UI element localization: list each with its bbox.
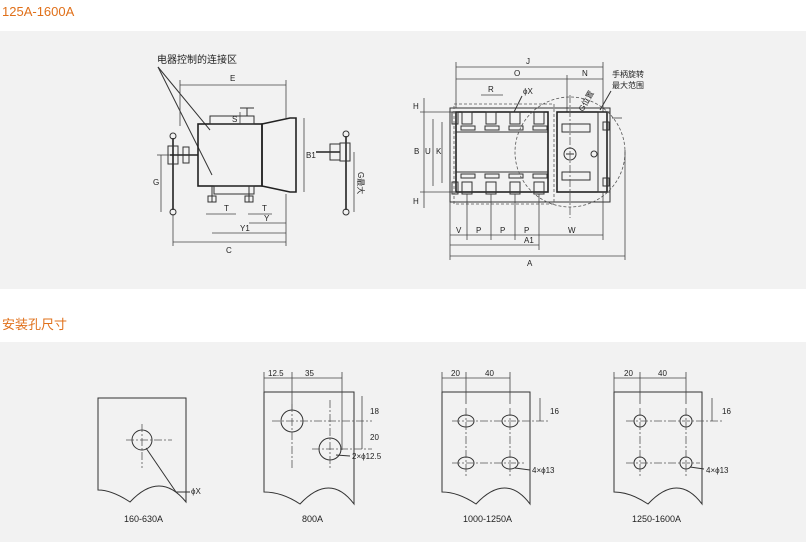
section-title-dimensions: 125A-1600A [2,4,75,19]
pole-housing [455,111,549,193]
dim-G-max: G最大 [356,172,366,194]
dim-1000A-3: 16 [550,407,559,416]
g-position-label: G位置 [576,89,596,113]
dim-C: C [226,246,232,255]
dim-W: W [568,226,576,235]
dim-A1: A1 [524,236,534,245]
dimension-drawing: 电器控制的连接区 E S B1 G [153,53,644,268]
dim-Y: Y [264,214,270,223]
dim-Y1: Y1 [240,224,250,233]
hole-label-1000A: 4×ϕ13 [532,466,555,475]
dim-P2: P [500,226,505,235]
handle-range-label-1: 手柄旋转 [612,69,644,79]
mount-800A: 12.5 35 18 20 2×ϕ12.5 800A [263,369,382,524]
switch-body [197,123,263,187]
handle-range-label-2: 最大范围 [612,80,644,90]
mounting-holes-panel: ϕX 160-630A 12.5 35 18 20 2×ϕ12.5 800A 2… [0,342,806,542]
hole-label-1250A: 4×ϕ13 [706,466,729,475]
dim-1250A-3: 16 [722,407,731,416]
dim-1250A-1: 20 [624,369,633,378]
dim-P3: P [524,226,529,235]
hole-label-800A: 2×ϕ12.5 [352,452,382,461]
mount-160-630A: ϕX 160-630A [97,397,201,524]
dim-T2: T [262,204,267,213]
dim-1000A-2: 40 [485,369,494,378]
dim-P1: P [476,226,481,235]
control-connection-label: 电器控制的连接区 [157,53,237,66]
dim-R: R [488,85,494,94]
mounting-holes-drawing: ϕX 160-630A 12.5 35 18 20 2×ϕ12.5 800A 2… [97,369,731,524]
dim-J: J [526,57,530,66]
dim-B: B [414,147,419,156]
base-plate [449,107,611,203]
dim-B1: B1 [306,151,316,160]
dim-N: N [582,69,588,78]
dim-S: S [232,115,237,124]
switch-cover [261,117,297,193]
dim-K: K [436,147,442,156]
dim-800A-4: 20 [370,433,379,442]
dim-800A-1: 12.5 [268,369,284,378]
dim-H-bottom: H [413,197,419,206]
dim-T1: T [224,204,229,213]
caption-160-630A: 160-630A [124,514,163,524]
dim-V: V [456,226,462,235]
mount-1000-1250A: 20 40 16 4×ϕ13 1000-1250A [441,369,559,524]
handle-view: G最大 [316,130,366,216]
dim-phi-x: ϕX [523,87,533,96]
dim-1250A-2: 40 [658,369,667,378]
dim-1000A-1: 20 [451,369,460,378]
dim-G: G [153,178,159,187]
dim-H-top: H [413,102,419,111]
mount-1250-1600A: 20 40 16 4×ϕ13 1250-1600A [613,369,731,524]
hole-label-160-630A: ϕX [191,487,201,496]
caption-1250-1600A: 1250-1600A [632,514,681,524]
dimension-drawing-panel: 电器控制的连接区 E S B1 G [0,31,806,289]
operating-mechanism [556,111,608,193]
dim-800A-3: 18 [370,407,379,416]
front-view: J O N 手柄旋转 最大范围 R ϕX H H B U K [413,57,644,268]
side-view: 电器控制的连接区 E S B1 G [153,53,316,255]
dim-800A-2: 35 [305,369,314,378]
dim-U: U [425,147,431,156]
dim-E: E [230,74,235,83]
dim-A: A [527,259,533,268]
caption-800A: 800A [302,514,323,524]
section-title-mounting: 安装孔尺寸 [2,317,68,332]
dim-O: O [514,69,520,78]
caption-1000-1250A: 1000-1250A [463,514,512,524]
